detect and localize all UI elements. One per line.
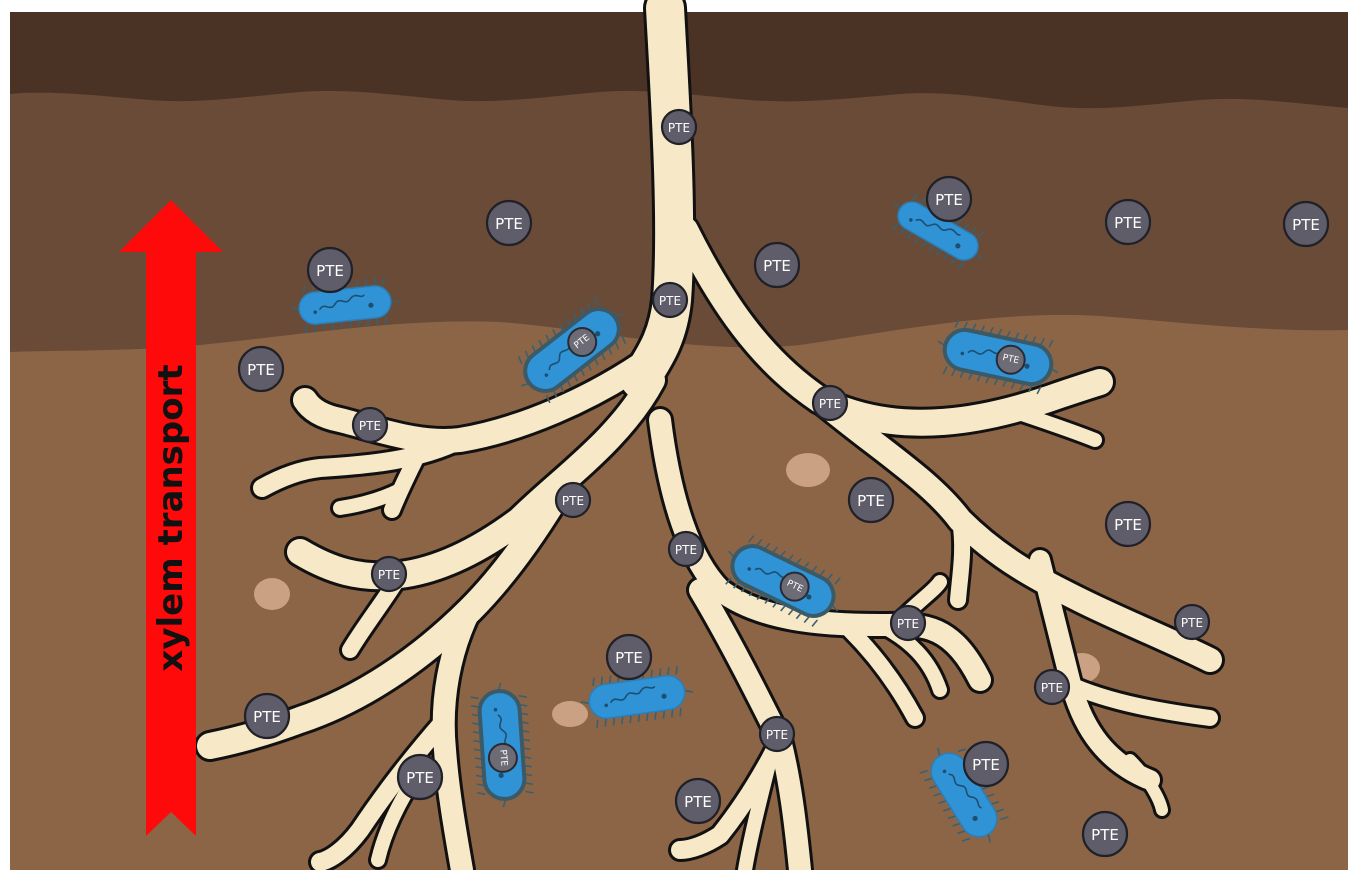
pte-particle: PTE [556, 483, 590, 517]
pte-particle: PTE [308, 248, 352, 292]
pte-label: PTE [1091, 826, 1119, 844]
pte-label: PTE [495, 215, 523, 233]
pte-label: PTE [972, 756, 1000, 774]
pte-particle: PTE [849, 478, 893, 522]
pte-particle: PTE [607, 635, 651, 679]
pte-particle: PTE [676, 779, 720, 823]
pte-particle: PTE [669, 532, 703, 566]
pte-particle: PTE [1035, 670, 1069, 704]
pte-label: PTE [857, 492, 885, 510]
pte-particle: PTE [755, 243, 799, 287]
pte-particle: PTE [891, 606, 925, 640]
pte-particle: PTE [1284, 202, 1328, 246]
pte-label: PTE [406, 769, 434, 787]
pte-label: PTE [763, 257, 791, 275]
pte-label: PTE [562, 494, 584, 508]
pte-particle: PTE [353, 408, 387, 442]
pte-label: PTE [378, 568, 400, 582]
pte-label: PTE [819, 397, 841, 411]
pte-label: PTE [1114, 214, 1142, 232]
pte-particle: PTE [239, 347, 283, 391]
pte-particle: PTE [372, 557, 406, 591]
pte-label: PTE [615, 649, 643, 667]
pte-particle: PTE [398, 755, 442, 799]
pte-particle: PTE [1106, 200, 1150, 244]
pte-label: PTE [497, 749, 508, 767]
pebble [786, 453, 830, 487]
pebble [254, 578, 290, 610]
pte-label: PTE [675, 543, 697, 557]
pte-particle: PTE [927, 177, 971, 221]
pte-particle: PTE [1083, 812, 1127, 856]
pebble [552, 701, 588, 727]
pte-particle: PTE [813, 386, 847, 420]
pte-particle: PTE [487, 201, 531, 245]
pte-particle: PTE [1106, 502, 1150, 546]
arrow-label: xylem transport [151, 364, 191, 671]
pte-label: PTE [897, 617, 919, 631]
pte-internal: PTE [997, 346, 1025, 374]
pte-label: PTE [935, 191, 963, 209]
pte-particle: PTE [964, 742, 1008, 786]
pte-label: PTE [1292, 216, 1320, 234]
pte-particle: PTE [245, 694, 289, 738]
pte-internal: PTE [489, 744, 517, 772]
pte-label: PTE [684, 793, 712, 811]
pte-label: PTE [668, 121, 690, 135]
pte-label: PTE [316, 262, 344, 280]
pte-particle: PTE [760, 717, 794, 751]
pte-particle: PTE [653, 283, 687, 317]
pte-label: PTE [247, 361, 275, 379]
pte-label: PTE [1041, 681, 1063, 695]
pte-particle: PTE [1175, 605, 1209, 639]
pte-label: PTE [659, 294, 681, 308]
pte-label: PTE [359, 419, 381, 433]
pte-label: PTE [1181, 616, 1203, 630]
pte-label: PTE [766, 728, 788, 742]
pte-internal: PTE [781, 573, 809, 601]
root-branch [958, 520, 962, 600]
pte-internal: PTE [568, 328, 596, 356]
pte-particle: PTE [662, 110, 696, 144]
pte-label: PTE [253, 708, 281, 726]
pte-label: PTE [1114, 516, 1142, 534]
